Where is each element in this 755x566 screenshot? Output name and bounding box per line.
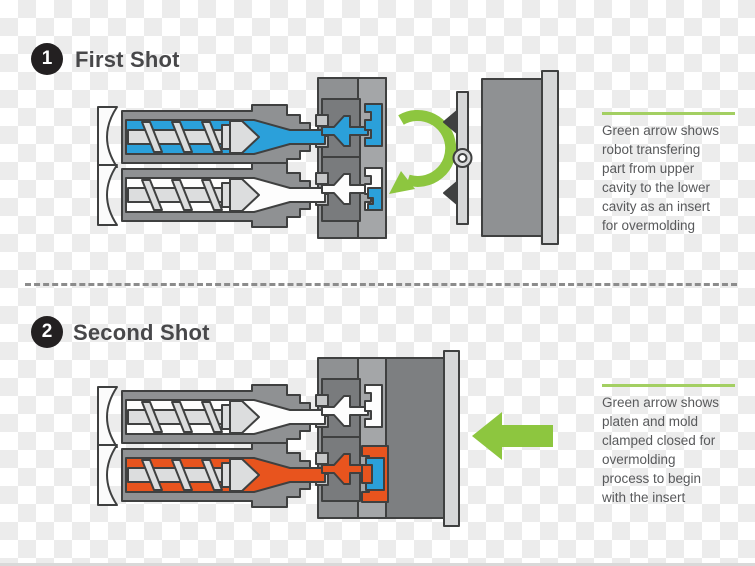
platen-bar bbox=[443, 350, 460, 527]
blue-insert-in-overmold bbox=[365, 457, 385, 491]
step-1-annotation-text: Green arrow shows robot transfering part… bbox=[602, 123, 720, 233]
section-divider bbox=[25, 283, 737, 286]
gripper-upper-icon bbox=[443, 110, 458, 134]
green-rule bbox=[602, 384, 735, 387]
step-1-number: 1 bbox=[41, 48, 53, 69]
step-2-number: 2 bbox=[41, 321, 53, 342]
upper-cavity-empty bbox=[364, 384, 383, 428]
first-shot-machine bbox=[97, 70, 559, 245]
step-2-title: Second Shot bbox=[73, 320, 210, 345]
mold-cavities-second-shot bbox=[321, 384, 389, 503]
mold-block-open bbox=[315, 77, 387, 239]
green-rotation-arrow-icon bbox=[389, 109, 457, 194]
green-rule bbox=[602, 112, 735, 115]
moving-platen-open bbox=[481, 70, 559, 245]
injection-unit-lower-orange bbox=[97, 442, 326, 508]
step-1-title: First Shot bbox=[75, 47, 180, 72]
step-1-annotation: Green arrow shows robot transfering part… bbox=[602, 112, 735, 235]
second-shot-machine bbox=[97, 350, 553, 527]
first-shot-part-upper-cavity bbox=[364, 103, 383, 147]
insert-in-lower-cavity bbox=[367, 187, 383, 211]
gripper-lower-icon bbox=[443, 181, 458, 205]
rotating-transfer-plate bbox=[443, 91, 473, 225]
green-clamp-arrow-icon bbox=[472, 412, 553, 460]
injection-unit-upper-empty bbox=[97, 384, 326, 450]
mold-cavities-first-shot bbox=[321, 103, 383, 211]
step-2-badge: 2 bbox=[31, 316, 63, 348]
injection-unit-upper-blue bbox=[97, 104, 326, 170]
injection-unit-lower-empty bbox=[97, 162, 326, 228]
image-bottom-edge bbox=[0, 563, 755, 566]
step-1-badge: 1 bbox=[31, 43, 63, 75]
step-2-annotation: Green arrow shows platen and mold clampe… bbox=[602, 384, 735, 507]
mold-b-half bbox=[385, 357, 445, 519]
step-2-annotation-text: Green arrow shows platen and mold clampe… bbox=[602, 395, 720, 505]
